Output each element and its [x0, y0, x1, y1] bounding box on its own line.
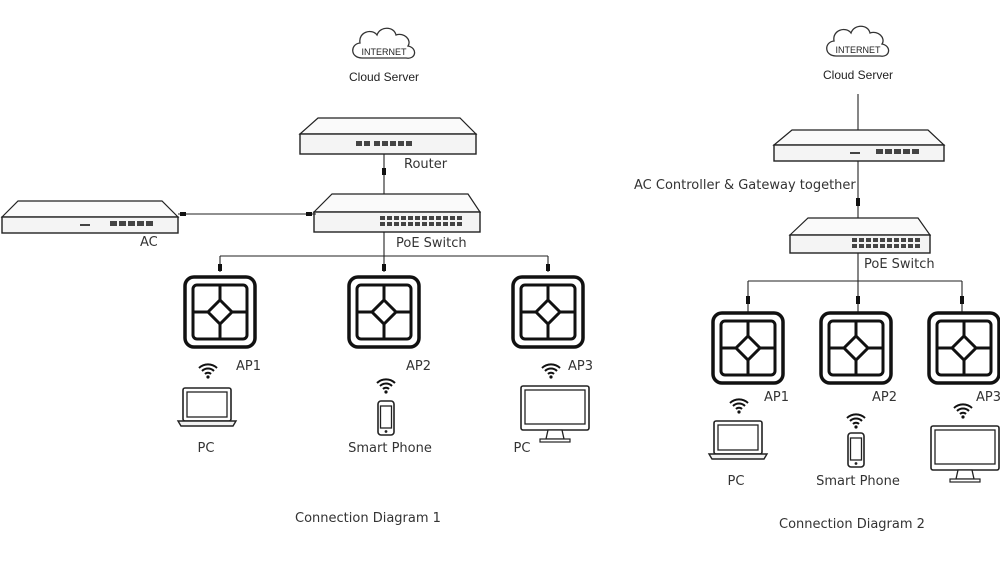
poe-switch-icon: [312, 193, 482, 233]
cloud-text: INTERNET: [362, 47, 408, 57]
ac-label: AC: [140, 235, 158, 250]
ac-controller-icon: [0, 200, 180, 234]
smartphone-icon: [377, 400, 395, 436]
router-icon: [298, 117, 478, 155]
wifi-icon: [541, 363, 561, 380]
wifi-icon: [729, 398, 749, 415]
cloud-text: INTERNET: [836, 45, 882, 55]
poe-switch-icon: [788, 217, 932, 254]
client-smartphone-label: Smart Phone: [816, 474, 900, 489]
desktop-monitor-icon: [930, 425, 1000, 483]
ap3-label: AP3: [568, 359, 593, 374]
laptop-icon: [708, 420, 768, 460]
wifi-icon: [198, 363, 218, 380]
ap1-label: AP1: [764, 390, 789, 405]
wifi-icon: [376, 378, 396, 395]
poe-switch-label: PoE Switch: [396, 236, 467, 251]
wifi-icon: [846, 413, 866, 430]
wifi-icon: [953, 403, 973, 420]
poe-switch-label: PoE Switch: [864, 257, 935, 272]
client-pc-label: PC: [728, 474, 745, 489]
connection-diagram-2: INTERNET Cloud Server AC Controller & Ga…: [634, 25, 1000, 532]
client-pc-label: PC: [514, 441, 531, 456]
cloud-server-label: Cloud Server: [349, 70, 419, 84]
smartphone-icon: [847, 432, 865, 468]
access-point-icon: [347, 275, 421, 349]
ac-gateway-icon: [772, 129, 946, 162]
client-smartphone-label: Smart Phone: [348, 441, 432, 456]
client-pc-label: PC: [198, 441, 215, 456]
switch-ap-links: [218, 232, 550, 272]
laptop-icon: [177, 387, 237, 427]
diagram-1-caption: Connection Diagram 1: [295, 511, 441, 526]
router-label: Router: [404, 157, 448, 172]
access-point-icon: [819, 311, 893, 385]
cable-connector: [382, 168, 386, 175]
access-point-icon: [711, 311, 785, 385]
cloud-server-label: Cloud Server: [823, 68, 893, 82]
ap3-label: AP3: [976, 390, 1000, 405]
access-point-icon: [183, 275, 257, 349]
access-point-icon: [927, 311, 1000, 385]
switch-ap-links: [746, 253, 964, 312]
access-point-icon: [511, 275, 585, 349]
ap1-label: AP1: [236, 359, 261, 374]
ap2-label: AP2: [872, 390, 897, 405]
desktop-monitor-icon: [520, 385, 590, 443]
ap2-label: AP2: [406, 359, 431, 374]
connection-diagram-1: INTERNET Cloud Server Router: [0, 27, 593, 526]
diagram-2-caption: Connection Diagram 2: [779, 517, 925, 532]
gateway-label: AC Controller & Gateway together: [634, 178, 856, 193]
